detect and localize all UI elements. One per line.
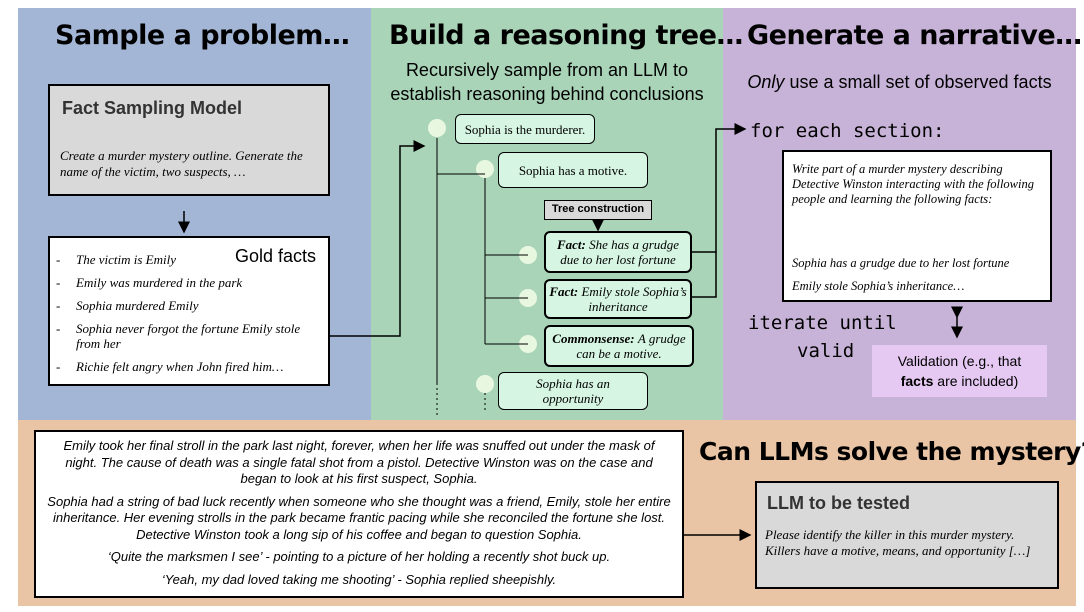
node-fact-inheritance: Fact: Emily stole Sophia’s inheritance — [544, 279, 692, 319]
fact-label: Fact: — [556, 237, 586, 252]
fact-sampling-prompt: Create a murder mystery outline. Generat… — [60, 148, 303, 179]
node-commonsense-text: Commonsense: A grudge can be a motive. — [546, 331, 692, 361]
commonsense-label: Commonsense: — [552, 331, 635, 346]
narrative-prompt-box: Write part of a murder mystery describin… — [782, 150, 1052, 302]
story-paragraph: Sophia had a string of bad luck recently… — [47, 493, 671, 542]
node-fact-inheritance-text: Fact: Emily stole Sophia’s inheritance — [546, 284, 690, 314]
story-paragraph: ‘Quite the marksmen I see’ - pointing to… — [107, 549, 611, 564]
fact-text: She has a grudge due to her lost fortune — [560, 237, 680, 267]
narrative-subtitle: Only use a small set of observed facts — [723, 72, 1076, 93]
subtitle-emphasis: Only — [747, 72, 785, 92]
node-commonsense: Commonsense: A grudge can be a motive. — [544, 325, 694, 367]
validation-text-2: facts are included) — [872, 371, 1047, 391]
tree-node-dot — [428, 119, 446, 137]
story-paragraph: Emily took her final stroll in the park … — [63, 438, 655, 486]
heading-sample-problem: Sample a problem… — [55, 20, 350, 51]
llm-tested-title: LLM to be tested — [767, 493, 910, 513]
narrative-prompt-fact: Sophia has a grudge due to her lost fort… — [792, 256, 1010, 270]
gold-fact: The victim is Emily — [52, 252, 322, 267]
iterate-until-label: iterate until — [748, 312, 897, 334]
node-root-text: Sophia is the murderer. — [464, 121, 586, 137]
fact-sampling-model-box: Fact Sampling Model Create a murder myst… — [48, 84, 330, 196]
narrative-prompt-intro: Write part of a murder mystery describin… — [792, 162, 1034, 206]
gold-facts-box: Gold facts The victim is Emily Emily was… — [48, 236, 330, 386]
node-root-murderer: Sophia is the murderer. — [455, 114, 595, 144]
node-opportunity-text: Sophia has an opportunity — [536, 376, 610, 406]
gold-fact: Richie felt angry when John fired him… — [52, 359, 322, 374]
subtitle-rest: use a small set of observed facts — [784, 72, 1052, 92]
gold-fact: Emily was murdered in the park — [52, 275, 322, 290]
bracket-facts — [692, 251, 717, 298]
llm-tested-box: LLM to be tested Please identify the kil… — [755, 481, 1059, 589]
story-box: Emily took her final stroll in the park … — [34, 430, 684, 598]
gold-fact: Sophia murdered Emily — [52, 298, 322, 313]
validation-post: are included) — [933, 373, 1019, 389]
node-motive-text: Sophia has a motive. — [518, 162, 628, 178]
arrow-facts-to-narrative — [715, 123, 747, 252]
commonsense-text: A grudge can be a motive. — [576, 331, 686, 361]
for-each-section-label: for each section: — [750, 120, 945, 142]
heading-solve-mystery: Can LLMs solve the mystery? — [699, 437, 1084, 466]
tree-subtitle-line2: establish reasoning behind conclusions — [390, 84, 704, 104]
tree-node-dot — [476, 375, 494, 393]
llm-tested-prompt: Please identify the killer in this murde… — [765, 527, 1031, 558]
fact-label: Fact: — [549, 284, 579, 299]
story-paragraph: ‘Yeah, my dad loved taking me shooting’ … — [161, 571, 557, 587]
fact-sampling-model-title: Fact Sampling Model — [62, 98, 243, 118]
validation-text: Validation (e.g., that — [897, 353, 1022, 369]
arrow-facts-to-tree — [330, 140, 426, 337]
validation-box: Validation (e.g., that facts are include… — [872, 345, 1047, 397]
node-opportunity: Sophia has an opportunity — [498, 372, 648, 410]
node-fact-grudge: Fact: She has a grudge due to her lost f… — [544, 231, 692, 273]
node-motive: Sophia has a motive. — [498, 152, 648, 188]
heading-reasoning-tree: Build a reasoning tree… — [389, 20, 743, 51]
gold-facts-list: The victim is Emily Emily was murdered i… — [52, 252, 322, 382]
iterate-valid-label: valid — [797, 340, 855, 362]
tree-subtitle-line1: Recursively sample from an LLM to — [405, 60, 689, 80]
tree-construction-label: Tree construction — [544, 200, 652, 220]
fact-text: Emily stole Sophia’s inheritance — [581, 284, 687, 314]
gold-fact: Sophia never forgot the fortune Emily st… — [52, 321, 322, 351]
heading-narrative: Generate a narrative… — [747, 20, 1082, 51]
validation-bold: facts — [900, 373, 934, 389]
narrative-prompt-fact: Emily stole Sophia’s inheritance… — [792, 279, 965, 293]
node-fact-grudge-text: Fact: She has a grudge due to her lost f… — [546, 237, 690, 267]
